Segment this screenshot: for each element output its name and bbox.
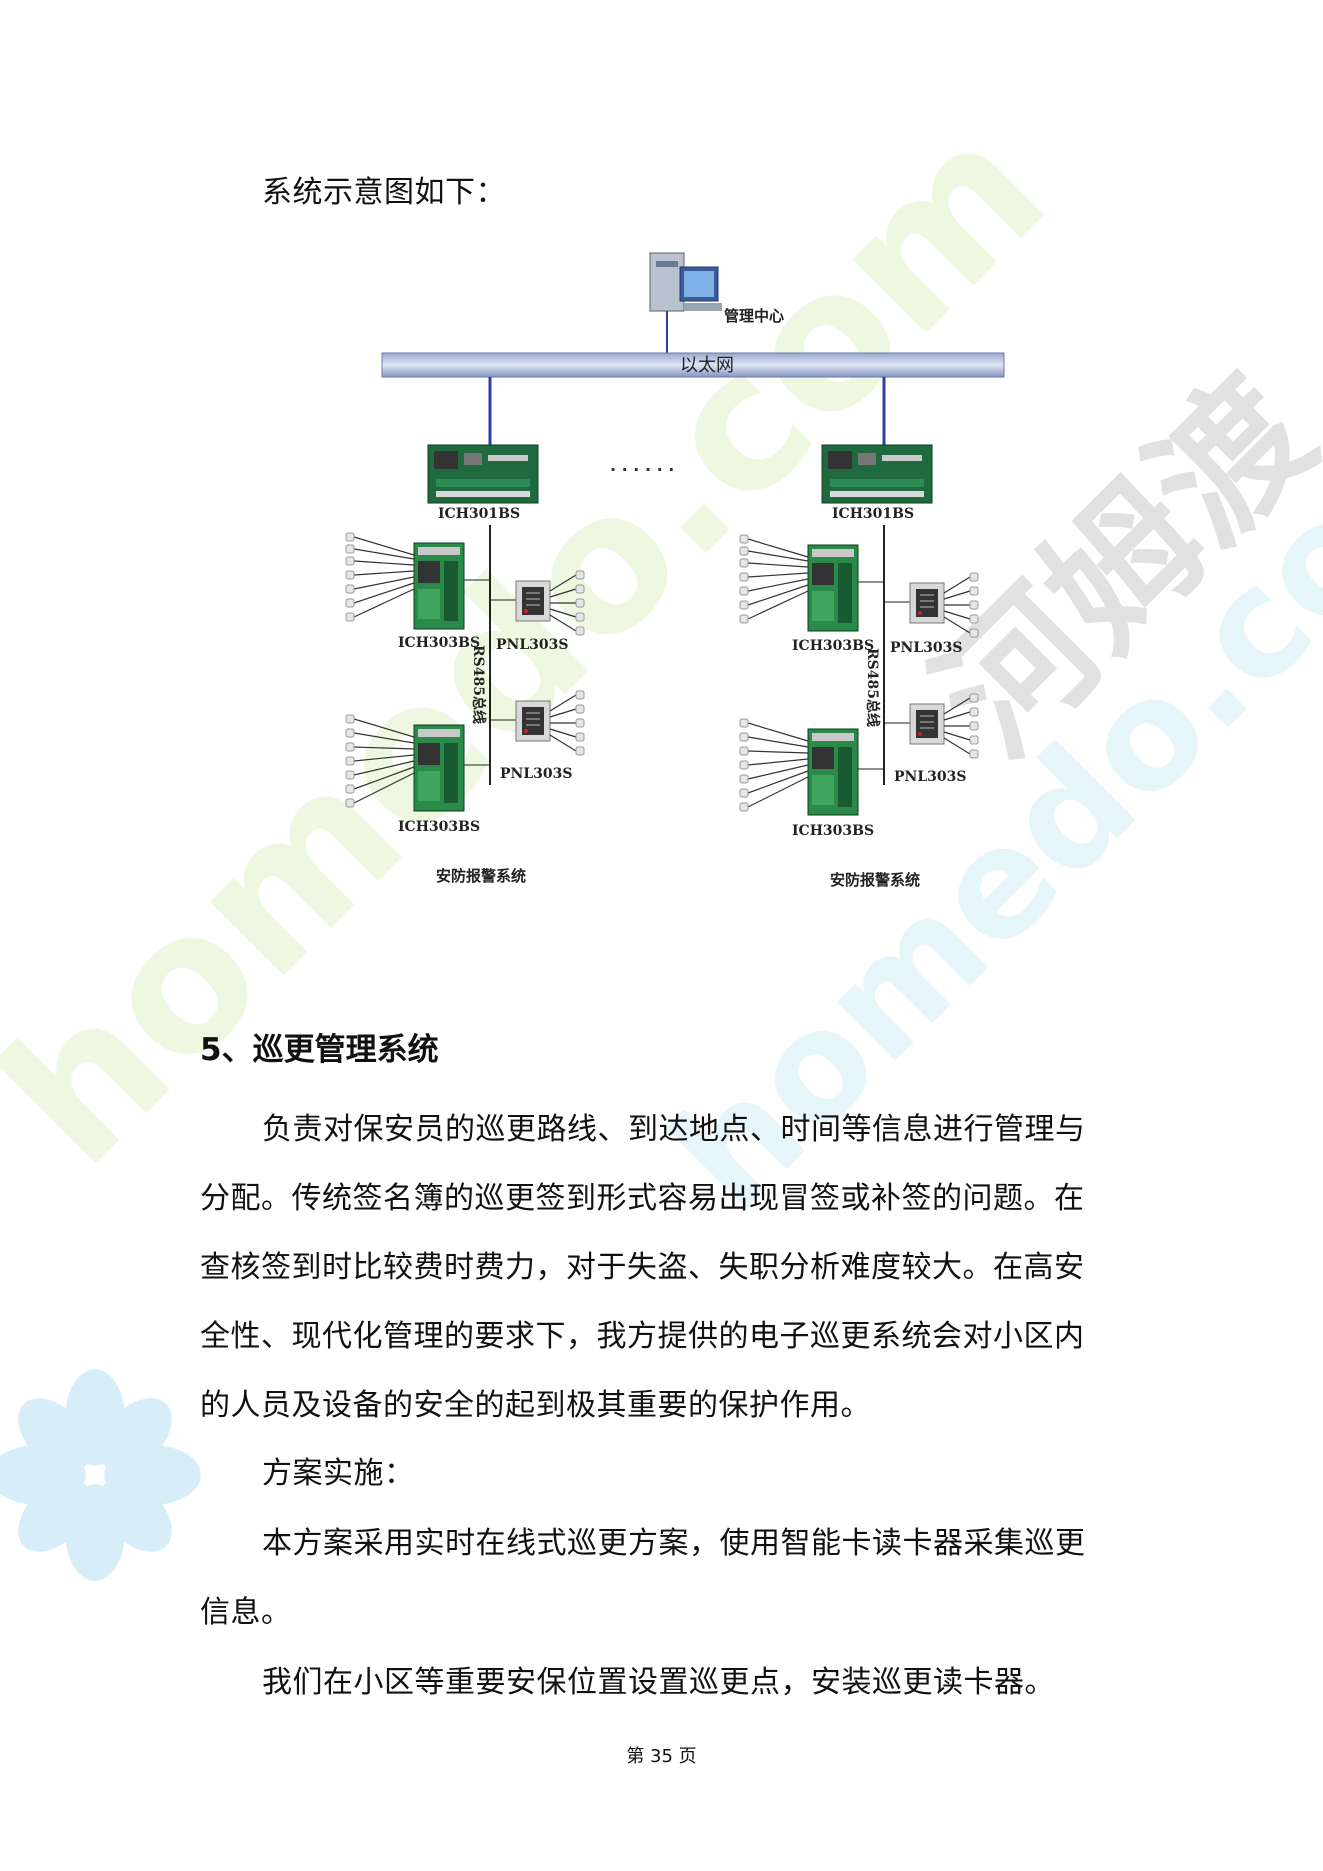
left-panel-bottom-label: PNL303S <box>500 766 573 782</box>
left-node-bottom <box>413 724 465 812</box>
right-node-top-label: ICH303BS <box>792 638 874 654</box>
right-panel-top-label: PNL303S <box>890 640 963 656</box>
ellipsis-dots: · · · · · · <box>610 460 674 479</box>
left-panel-top-label: PNL303S <box>496 637 569 653</box>
left-controller-board <box>427 444 539 504</box>
ethernet-label: 以太网 <box>680 355 734 376</box>
watermark-flower-icon <box>0 1369 201 1581</box>
left-node-bottom-label: ICH303BS <box>398 819 480 835</box>
right-node-top <box>807 544 859 632</box>
management-computer-icon <box>649 252 722 312</box>
right-panel-top <box>909 582 945 624</box>
paragraph-implementation-title: 方案实施： <box>262 1456 415 1491</box>
left-branch: ICH301BS ICH303BS PNL303S RS485总线 <box>345 377 585 885</box>
left-controller-label: ICH301BS <box>438 506 520 522</box>
right-panel-bottom-label: PNL303S <box>894 769 967 785</box>
management-center-label: 管理中心 <box>724 307 784 325</box>
paragraph-patrol-description: 负责对保安员的巡更路线、到达地点、时间等信息进行管理与分配。传统签名簿的巡更签到… <box>200 1112 1086 1423</box>
right-bus-label: RS485总线 <box>864 648 881 727</box>
left-bus-label: RS485总线 <box>470 645 487 724</box>
paragraph-patrol-points: 我们在小区等重要安保位置设置巡更点，安装巡更读卡器。 <box>262 1665 1055 1700</box>
ethernet-bus <box>381 352 1005 378</box>
right-branch: ICH301BS ICH303BS PNL303S RS485总线 <box>739 377 979 889</box>
system-diagram: 管理中心 以太网 · · · · · · ICH301BS ICH303BS <box>345 252 1005 889</box>
right-panel-bottom <box>909 703 945 745</box>
left-panel-top <box>515 580 551 622</box>
right-system-label: 安防报警系统 <box>830 871 920 889</box>
right-controller-label: ICH301BS <box>832 506 914 522</box>
left-system-label: 安防报警系统 <box>436 867 526 885</box>
section-heading: 5、巡更管理系统 <box>200 1032 439 1068</box>
paragraph-implementation-scheme: 本方案采用实时在线式巡更方案，使用智能卡读卡器采集巡更信息。 <box>200 1526 1086 1630</box>
intro-text: 系统示意图如下： <box>262 175 506 210</box>
left-panel-bottom <box>515 700 551 742</box>
right-node-bottom <box>807 728 859 816</box>
right-controller-board <box>821 444 933 504</box>
left-node-top-label: ICH303BS <box>398 635 480 651</box>
left-node-top <box>413 542 465 630</box>
right-node-bottom-label: ICH303BS <box>792 823 874 839</box>
page-number: 第 35 页 <box>626 1746 697 1767</box>
